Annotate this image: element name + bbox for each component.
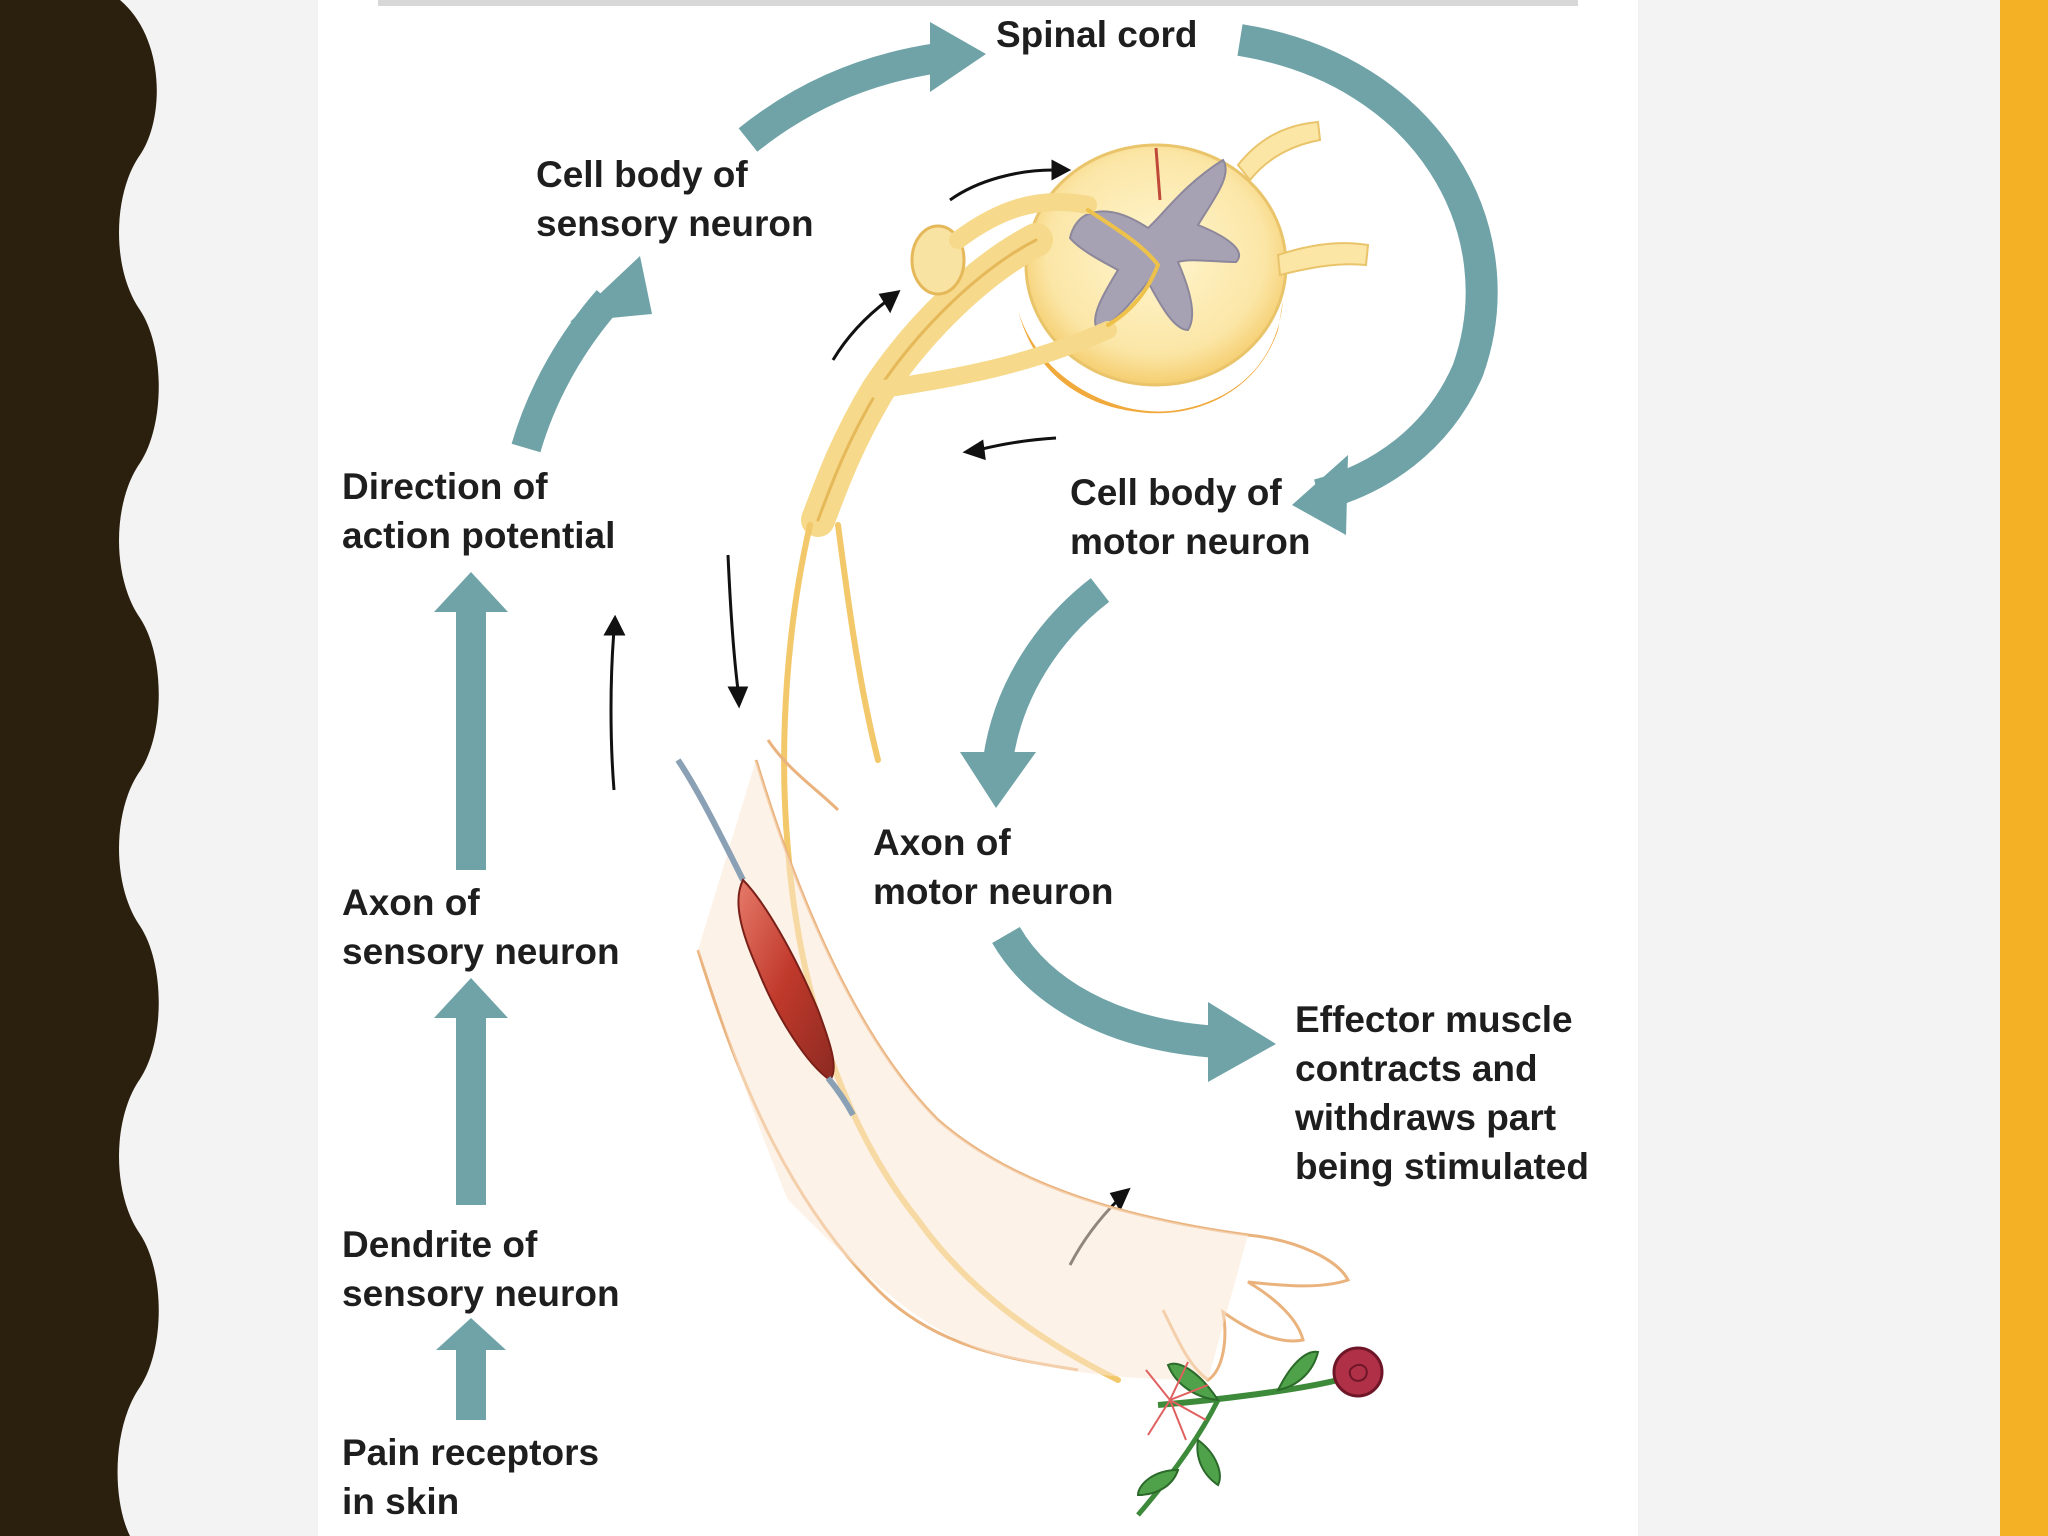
forearm-inner-edge [766,739,840,812]
label-pain-receptors: Pain receptors in skin [342,1432,600,1522]
label-spinal-cord: Spinal cord [996,14,1198,55]
wavy-border-shape [0,0,159,1536]
flow-arrow-heads [570,22,1348,1082]
accent-stripe [2000,0,2048,1536]
impulse-arrow-3-head [962,439,986,461]
arrowhead-cord [930,22,986,92]
label-axon-motor: Axon of motor neuron [873,822,1114,912]
reflex-arc-illustration [378,0,1578,1517]
arrowhead-effector [1208,1002,1276,1082]
label-effector: Effector muscle contracts and withdraws … [1295,999,1589,1187]
impulse-arrow-2 [831,298,889,361]
spinal-cord-section [1018,120,1370,414]
flow-arrow-cellbody-to-cord [738,43,941,152]
impulse-arrow-1-head [1051,159,1072,181]
rose-bloom [1332,1346,1384,1398]
flow-arrow-pain-to-dendrite [436,1318,506,1420]
label-cell-body-motor: Cell body of motor neuron [1070,472,1311,562]
dorsal-root-right [1236,120,1322,182]
flow-arrow-cord-to-motor [1237,24,1498,511]
flow-arrow-dendrite-to-axon [434,978,508,1205]
muscle-tendon-top [675,758,746,882]
muscle-tendon-bottom [825,1076,856,1117]
rose-leaf-4 [1196,1438,1221,1487]
ventral-root [869,321,1117,399]
impulse-arrow-5 [726,554,740,691]
impulse-arrow-5-head [727,686,749,709]
reflex-arc-figure: Spinal cord Cell body of sensory neuron … [318,0,1638,1536]
flow-arrow-direction-to-cellbody [511,290,620,453]
impulse-arrow-6-head [1109,1187,1131,1212]
flow-arrow-axon-to-direction [434,572,508,870]
rose-stimulus [1136,1346,1384,1517]
label-dendrite-sensory: Dendrite of sensory neuron [342,1224,620,1314]
rose-leaf-2 [1276,1350,1320,1392]
hand-outline [1161,1233,1351,1382]
rose-leaf-1 [1166,1362,1220,1402]
impulse-arrow-2-head [878,290,901,314]
wavy-border [0,0,159,1536]
arm-skin-fill [698,760,1248,1380]
rose-stem [1157,1377,1339,1408]
rose-stem-lower [1136,1398,1221,1517]
rose-petal-swirl [1348,1363,1368,1382]
arrowhead-axon-motor [960,752,1036,808]
arrowhead-motor [1292,455,1348,535]
impulse-arrow-4-head [603,614,626,636]
flow-arrows [434,572,508,1420]
effector-muscle [675,758,856,1117]
reflex-pathway [1086,208,1161,327]
impulse-arrow-3 [977,436,1057,452]
label-direction-action-potential: Direction of action potential [342,466,616,556]
label-axon-sensory: Axon of sensory neuron [342,882,620,972]
cropped-caption-line [378,0,1578,6]
rose-leaf-3 [1136,1468,1180,1497]
pain-burst [1145,1361,1209,1441]
motor-axon-line [835,522,881,763]
label-cell-body-sensory: Cell body of sensory neuron [536,154,814,244]
flow-arrow-axon-to-effector [992,926,1220,1058]
flow-arrow-motor-to-axon [983,578,1110,763]
dorsal-root [949,193,1097,249]
spinal-cord-fissure [1154,147,1162,201]
spinal-cord-grey-matter [1068,158,1240,332]
spinal-nerve-right [1276,242,1370,277]
arrowhead-cellbody [570,256,652,322]
impulse-arrow-4 [609,629,616,791]
impulse-arrow-1 [949,168,1054,202]
